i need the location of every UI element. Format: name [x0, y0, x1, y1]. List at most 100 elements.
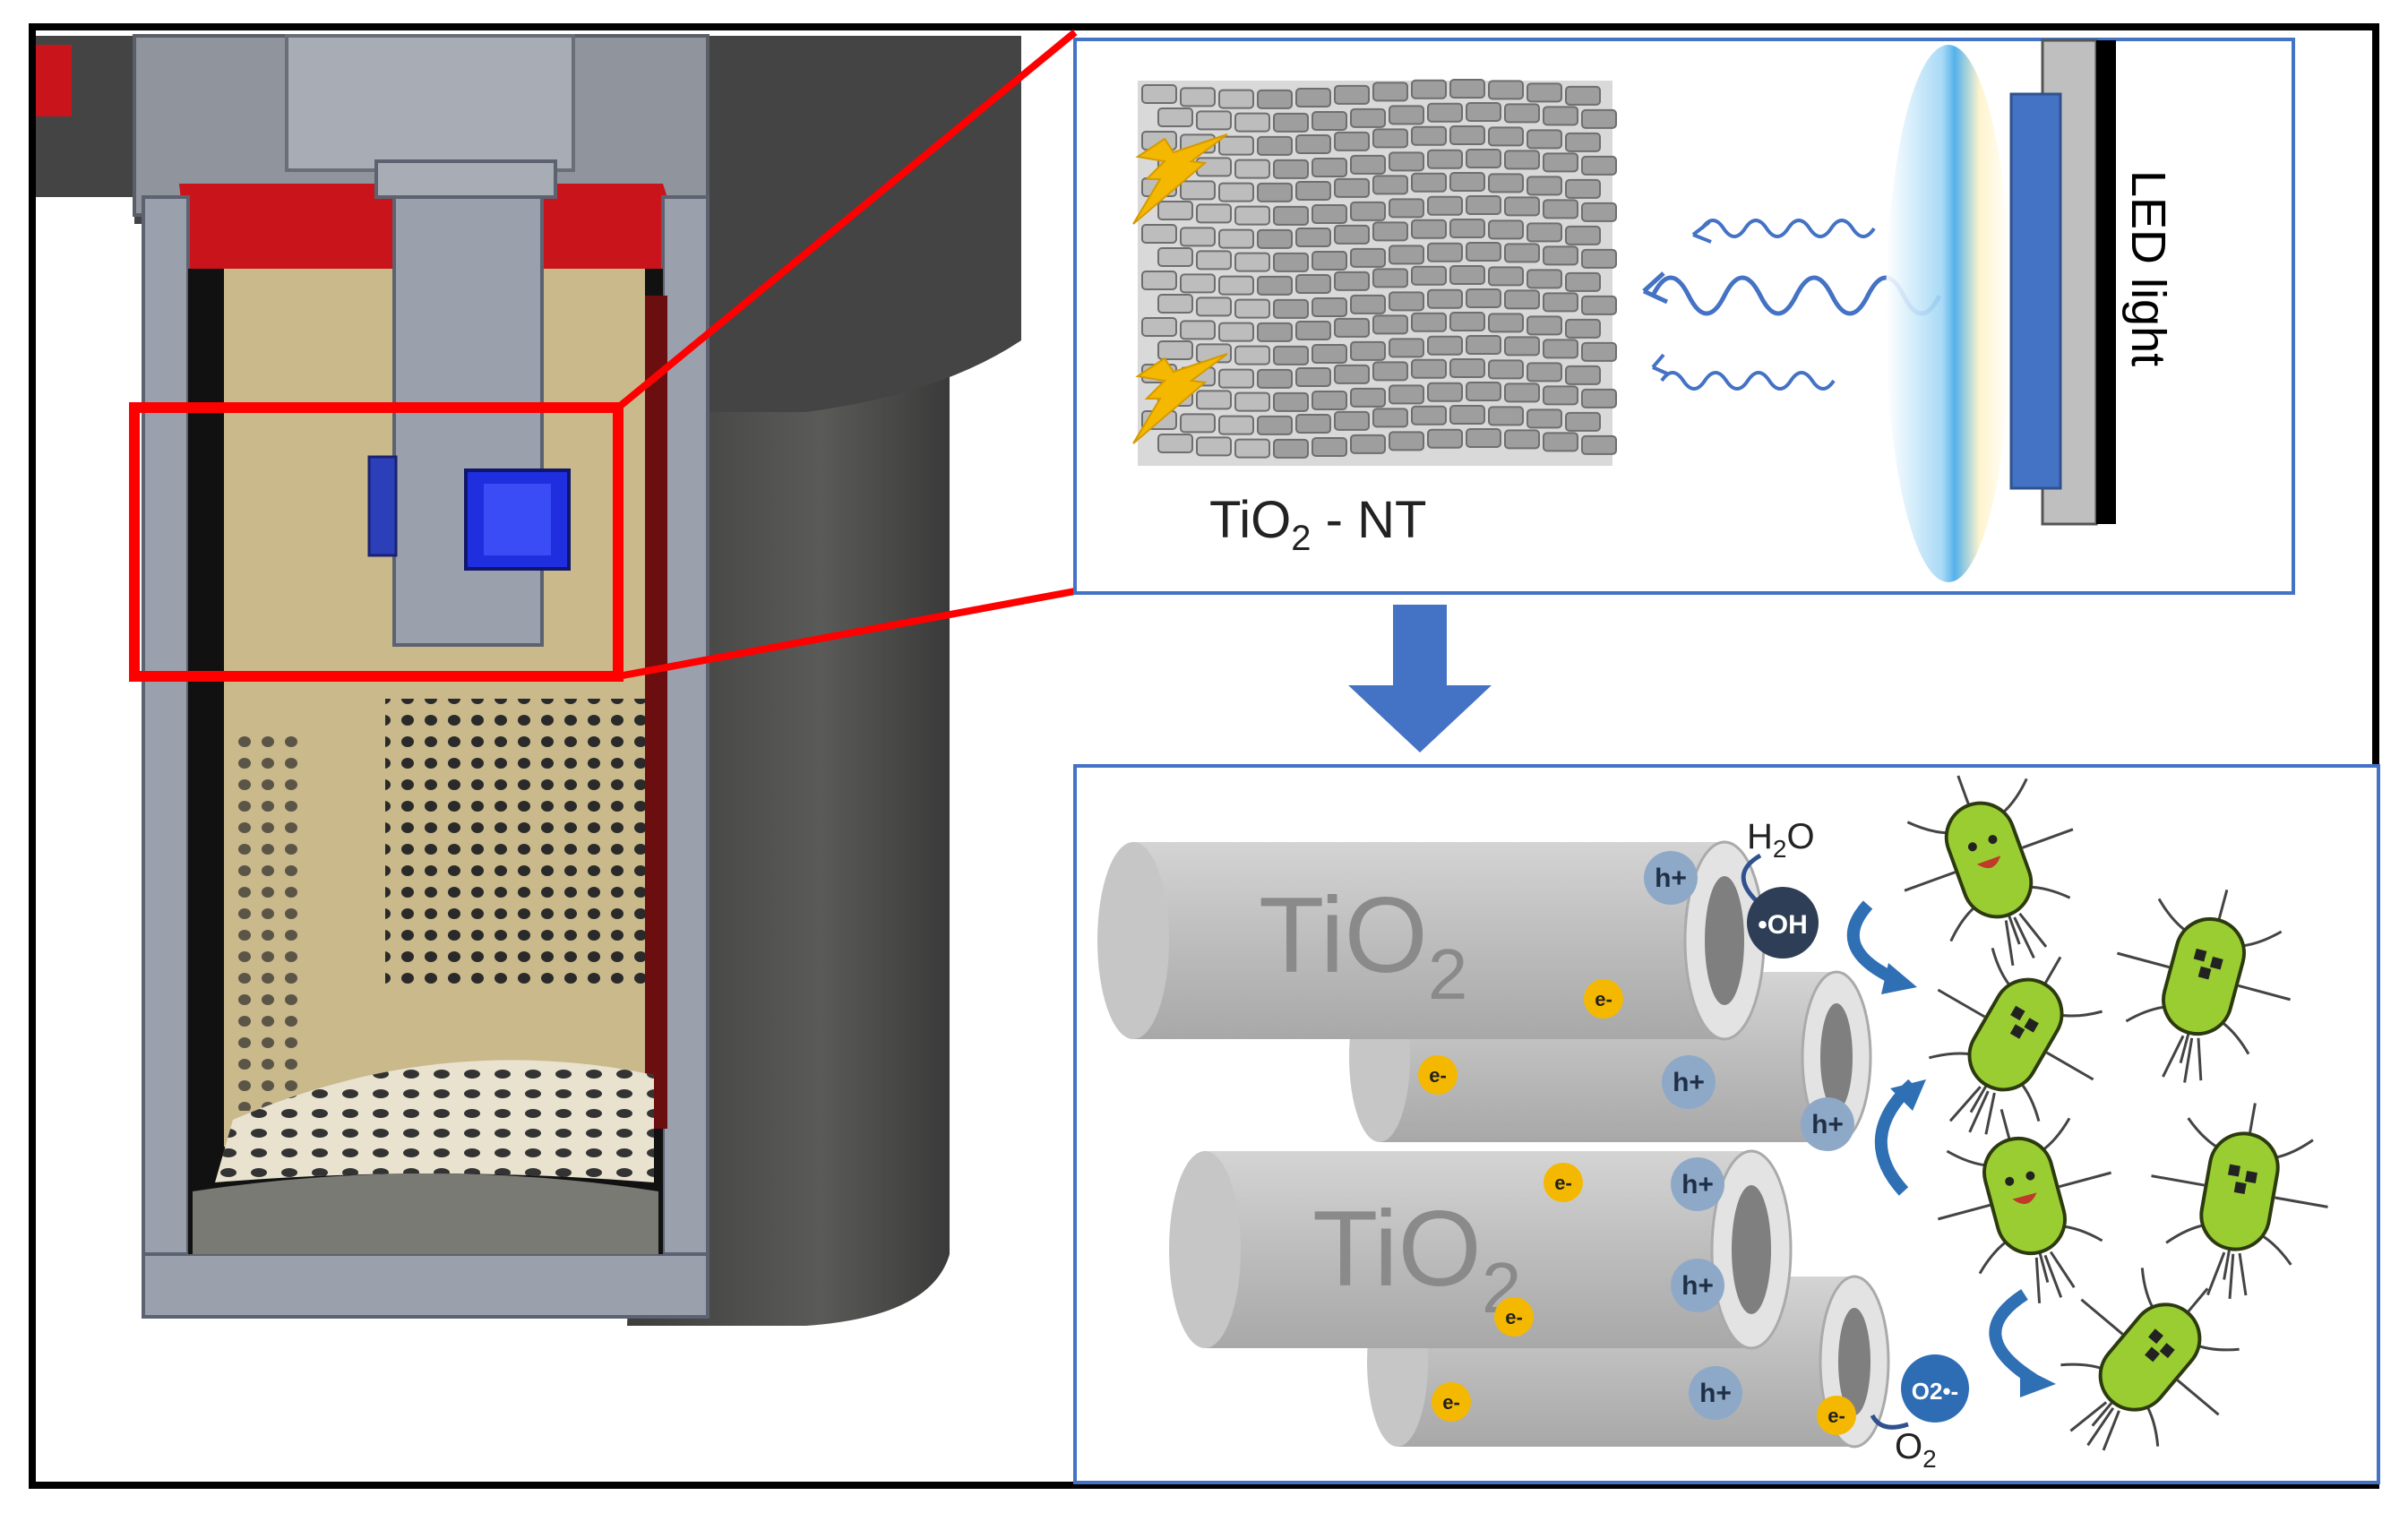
- nanotube-cell: [1372, 82, 1408, 102]
- nanotube-cell: [1488, 219, 1524, 240]
- nanotube-cell: [1180, 273, 1216, 294]
- nanotube-cell: [1295, 181, 1331, 202]
- nanotube-cell: [1141, 84, 1177, 104]
- nanotube-cell: [1411, 358, 1447, 379]
- bacterium: [2117, 890, 2291, 1083]
- nanotube-cell: [1466, 149, 1501, 169]
- nanotube-cell: [1389, 151, 1424, 172]
- bacterium: [1938, 1109, 2111, 1303]
- photocatalysis-mechanism-panel: TiO2 TiO2 h+h+h+h+h+h+e-e-e-e-e-e- H2O •…: [1073, 764, 2380, 1484]
- hole-carrier: h+: [1801, 1097, 1854, 1151]
- nanotube-cell: [1389, 384, 1424, 405]
- nanotube-cell: [1543, 292, 1578, 313]
- nanotube-cell: [1312, 158, 1347, 178]
- nanotube-cell: [1350, 247, 1386, 268]
- svg-text:e-: e-: [1828, 1405, 1845, 1427]
- nanotube-cell: [1234, 345, 1270, 365]
- nanotube-cell: [1350, 154, 1386, 175]
- nanotube-cell: [1180, 320, 1216, 340]
- bacterium: [1929, 948, 2103, 1135]
- nanotube-cell: [1543, 199, 1578, 219]
- nanotube-cell: [1411, 312, 1447, 332]
- nanotube-cell: [1565, 411, 1601, 432]
- nanotube-cell: [1581, 295, 1617, 315]
- electron-carrier: e-: [1432, 1382, 1471, 1422]
- nanotube-cell: [1466, 288, 1501, 309]
- nanotube-cell: [1504, 243, 1540, 263]
- nanotube-cell: [1257, 182, 1293, 202]
- svg-text:e-: e-: [1554, 1172, 1572, 1194]
- light-wave-top: [1700, 219, 1876, 238]
- nanotube-cell: [1526, 315, 1562, 336]
- nanotube-cell: [1372, 221, 1408, 242]
- lightning-bolt-upper: [1132, 133, 1228, 225]
- svg-text:h+: h+: [1681, 1170, 1714, 1199]
- nanotube-cell: [1257, 135, 1293, 156]
- nanotube-cell: [1504, 196, 1540, 217]
- nanotube-cell: [1334, 84, 1370, 105]
- attack-arrow-1: [1846, 900, 1902, 987]
- nanotube-cell: [1273, 391, 1309, 412]
- nanotube-cell: [1411, 79, 1447, 99]
- nanotube-cell: [1427, 149, 1463, 169]
- nanotube-cell: [1427, 335, 1463, 356]
- electron-carrier: e-: [1494, 1297, 1534, 1337]
- nanotube-cell: [1449, 125, 1485, 146]
- nanotube-cell: [1234, 159, 1270, 179]
- nanotube-cell: [1543, 245, 1578, 266]
- nanotube-cell: [1427, 242, 1463, 262]
- svg-text:h+: h+: [1699, 1379, 1732, 1408]
- nanotube-cell: [1504, 429, 1540, 450]
- nanotube-cell: [1488, 173, 1524, 193]
- nanotube-cell: [1257, 275, 1293, 296]
- nanotube-cell: [1526, 269, 1562, 289]
- nanotube-cell: [1257, 322, 1293, 342]
- hole-carrier: h+: [1671, 1259, 1724, 1312]
- nanotube-cell: [1504, 383, 1540, 403]
- svg-text:h+: h+: [1681, 1271, 1714, 1301]
- nanotube-cell: [1449, 172, 1485, 193]
- motor-shaft-top: [285, 34, 575, 172]
- nanotube-cell: [1466, 102, 1501, 123]
- nanotube-cell: [1218, 89, 1254, 109]
- hole-carrier: h+: [1644, 851, 1698, 905]
- nanotube-cell: [1565, 132, 1601, 152]
- nanotube-cell: [1350, 294, 1386, 314]
- nanotube-cell: [1449, 219, 1485, 239]
- nanotube-cell: [1411, 405, 1447, 426]
- nanotube-cell: [1449, 79, 1485, 99]
- nanotube-cell: [1218, 182, 1254, 202]
- nanotube-cell: [1295, 274, 1331, 295]
- nanotube-cell: [1411, 219, 1447, 239]
- tio2-label-lower: TiO2: [1312, 1189, 1521, 1328]
- svg-text:h+: h+: [1655, 864, 1687, 893]
- nanotube-cell: [1526, 222, 1562, 243]
- catalyst-sample-left: [367, 455, 398, 557]
- nanotube-cell: [1334, 271, 1370, 291]
- nanotube-cell: [1411, 265, 1447, 286]
- nanotube-cell: [1427, 195, 1463, 216]
- oxygen-arrow: [1870, 1414, 1909, 1430]
- nanotube-cell: [1196, 203, 1232, 224]
- lightning-bolt-lower: [1132, 353, 1228, 444]
- nanotube-cell: [1196, 110, 1232, 131]
- nanotube-cell: [1581, 108, 1617, 129]
- nanotube-cell: [1504, 289, 1540, 310]
- nanotube-cell: [1196, 250, 1232, 271]
- nanotube-cell: [1350, 107, 1386, 128]
- nanotube-cell: [1526, 82, 1562, 103]
- nanotube-cell: [1180, 227, 1216, 247]
- nanotube-cell: [1157, 340, 1193, 360]
- nanotube-cell: [1504, 103, 1540, 124]
- nanotube-cell: [1273, 298, 1309, 319]
- nanotube-cell: [1526, 362, 1562, 383]
- nanotube-cell: [1543, 385, 1578, 406]
- inner-floor: [142, 1252, 710, 1319]
- nanotube-cell: [1581, 388, 1617, 408]
- nanotube-2: TiO2: [1097, 840, 1766, 1041]
- nanotube-cell: [1389, 291, 1424, 312]
- nanotube-cell: [1295, 321, 1331, 341]
- nanotube-label: TiO2 - NT: [1209, 491, 1426, 558]
- nanotube-cell: [1526, 176, 1562, 196]
- zoom-box: [129, 402, 624, 682]
